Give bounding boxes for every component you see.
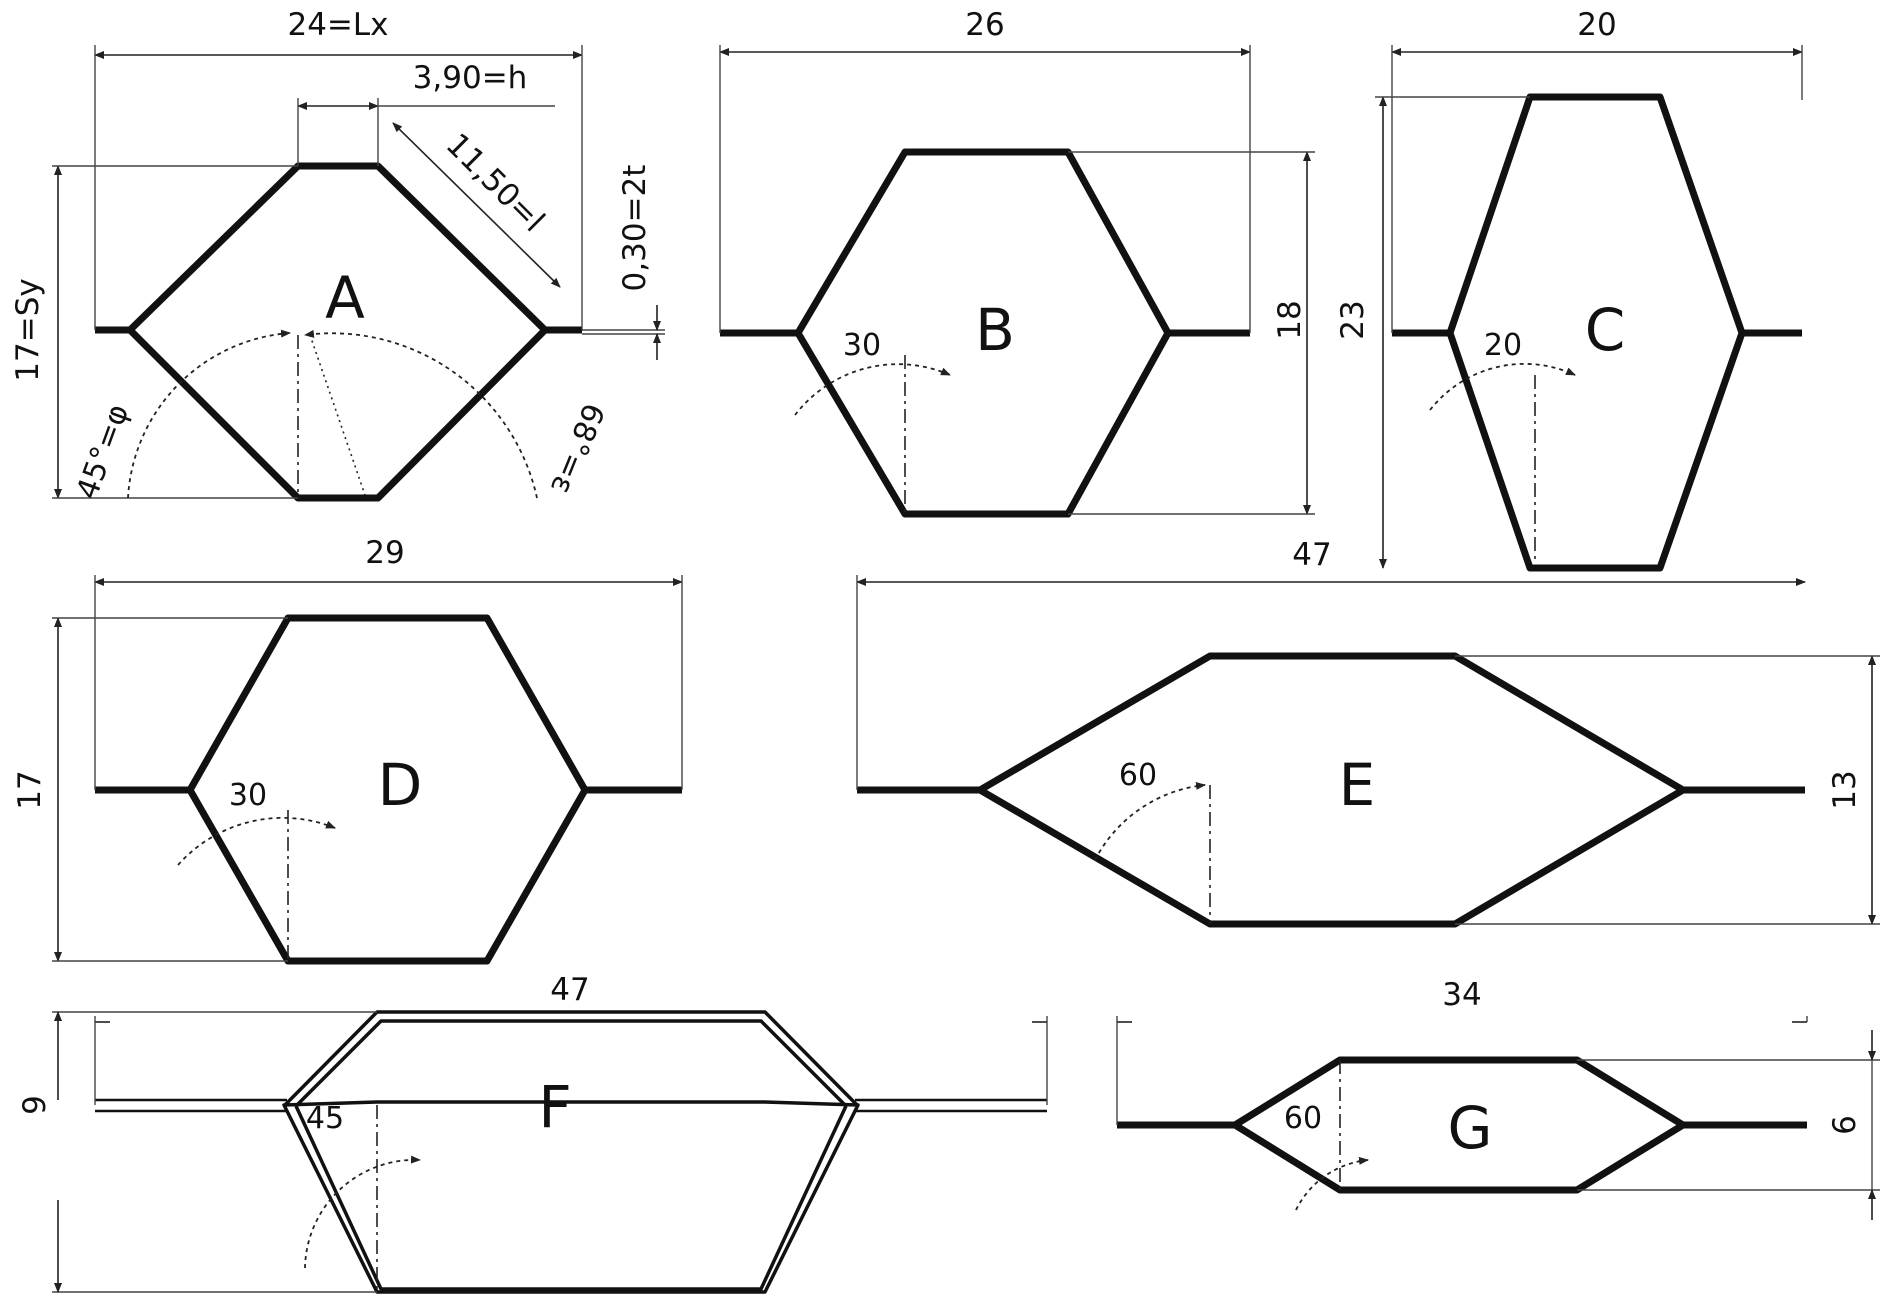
- cell-A-angle-ray: [309, 334, 366, 496]
- cell-F: 47 9 45 F: [17, 972, 1048, 1294]
- cell-C-angle-label: 20: [1484, 328, 1522, 363]
- cell-F-height-label: 9: [17, 1095, 53, 1115]
- cell-B-angle-label: 30: [843, 328, 881, 363]
- cell-A: 24=Lx 17=Sy 3,90=h 11,50=l 0,30=2t 45°=φ…: [10, 7, 665, 504]
- cell-A-flat-label: 3,90=h: [413, 60, 528, 96]
- cell-F-width-label: 47: [550, 972, 589, 1008]
- cell-A-outline: [126, 162, 549, 502]
- cell-D-label: D: [378, 751, 423, 819]
- cell-A-thickness-label: 0,30=2t: [617, 165, 653, 292]
- cell-B-height-label: 18: [1272, 300, 1308, 339]
- cell-E-width-label: 47: [1292, 537, 1331, 573]
- cell-D: 29 17 30 D: [12, 535, 683, 965]
- cell-G-label: G: [1448, 1094, 1493, 1162]
- cell-C-angle-arc: [1429, 362, 1576, 411]
- cell-E-outline: [976, 652, 1687, 928]
- cell-F-angle-label: 45: [306, 1101, 344, 1136]
- cell-A-angle-arc-right: [304, 329, 538, 499]
- cell-C-height-label: 23: [1335, 300, 1371, 339]
- cell-G-width-label: 34: [1442, 977, 1481, 1013]
- cell-B-label: B: [975, 296, 1015, 364]
- cell-G-height-label: 6: [1827, 1115, 1863, 1135]
- cell-B: 26 18 30 B: [719, 7, 1315, 518]
- cell-A-angle-arc-left: [127, 329, 291, 499]
- cell-C-width-label: 20: [1577, 7, 1616, 43]
- cell-G-angle-arc: [1295, 1156, 1369, 1211]
- cell-F-angle-arc: [304, 1155, 421, 1269]
- cell-A-height-label: 17=Sy: [10, 278, 46, 381]
- cell-A-angle-phi-label: 45°=φ: [70, 400, 136, 504]
- cell-C-label: C: [1585, 296, 1626, 364]
- cell-B-outline: [794, 148, 1172, 518]
- cell-G-angle-label: 60: [1284, 1101, 1322, 1136]
- cell-G: 34 6 60 G: [1116, 977, 1880, 1220]
- cell-A-label: A: [325, 264, 365, 332]
- cell-D-angle-arc: [177, 817, 336, 866]
- cell-A-angle-epsilon-label: 68°=ε: [543, 398, 611, 499]
- cell-D-width-label: 29: [365, 535, 404, 571]
- cell-A-width-label: 24=Lx: [287, 7, 388, 43]
- cell-E: 47 13 60 E: [856, 537, 1880, 928]
- cell-D-angle-label: 30: [229, 778, 267, 813]
- cell-A-side-dimension-line: [392, 122, 561, 288]
- cell-B-width-label: 26: [965, 7, 1004, 43]
- cell-E-label: E: [1339, 751, 1376, 819]
- cell-C: 20 23 20 C: [1335, 7, 1803, 572]
- cell-F-label: F: [538, 1073, 571, 1141]
- cell-E-angle-label: 60: [1119, 758, 1157, 793]
- cell-E-angle-arc: [1094, 781, 1206, 861]
- cell-D-height-label: 17: [12, 770, 48, 809]
- cell-E-height-label: 13: [1827, 770, 1863, 809]
